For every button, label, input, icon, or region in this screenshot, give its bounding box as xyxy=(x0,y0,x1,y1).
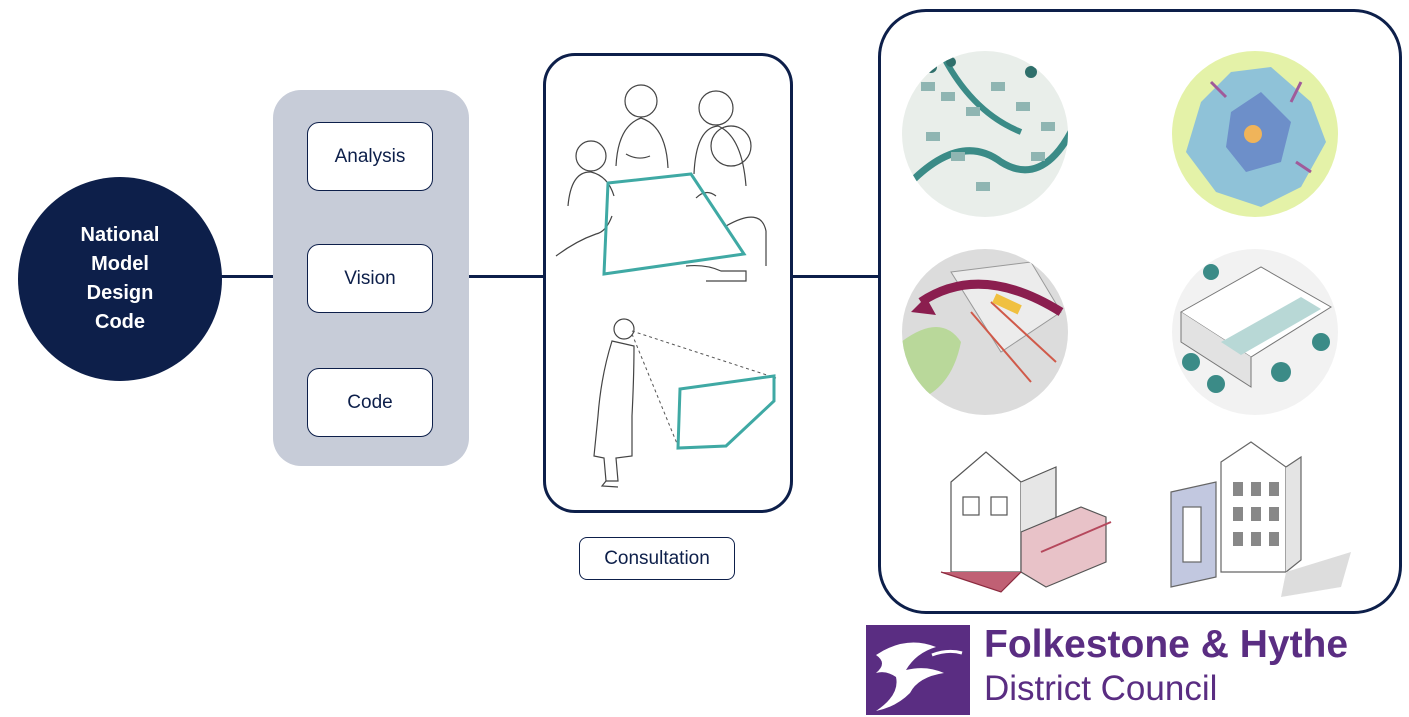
sightline xyxy=(631,330,777,447)
stage-vision: Vision xyxy=(307,244,433,313)
consultation-sketches xyxy=(555,84,777,488)
consultation-label-box: Consultation xyxy=(579,537,735,580)
stage-code: Code xyxy=(307,368,433,437)
workshop-table-sketch xyxy=(555,84,767,282)
movement-map-illustration xyxy=(902,249,1068,415)
consultation-label: Consultation xyxy=(604,547,710,569)
viewer-sketch xyxy=(593,318,635,488)
aerial-streets-illustration xyxy=(902,51,1068,217)
council-logo-icon xyxy=(866,625,970,715)
outputs-panel xyxy=(878,9,1402,614)
view-frame xyxy=(676,374,776,450)
council-name: Folkestone & Hythe xyxy=(984,623,1349,666)
table-outline xyxy=(602,172,747,276)
stage-label: Code xyxy=(347,391,393,413)
consultation-panel xyxy=(543,53,793,513)
connector-line xyxy=(792,275,879,278)
connector-line xyxy=(469,275,544,278)
building-massing-illustration xyxy=(1170,441,1351,597)
council-subtitle: District Council xyxy=(984,669,1218,708)
stage-label: Analysis xyxy=(334,145,406,167)
stage-analysis: Analysis xyxy=(307,122,433,191)
house-extension-illustration xyxy=(940,451,1112,593)
outputs-illustrations xyxy=(902,51,1351,597)
density-map-illustration xyxy=(1172,51,1338,217)
national-model-design-code-node: National Model Design Code xyxy=(18,177,222,381)
connector-line xyxy=(220,275,274,278)
national-model-label: National Model Design Code xyxy=(80,224,160,333)
stage-label: Vision xyxy=(344,267,396,289)
street-isometric-illustration xyxy=(1172,249,1338,415)
